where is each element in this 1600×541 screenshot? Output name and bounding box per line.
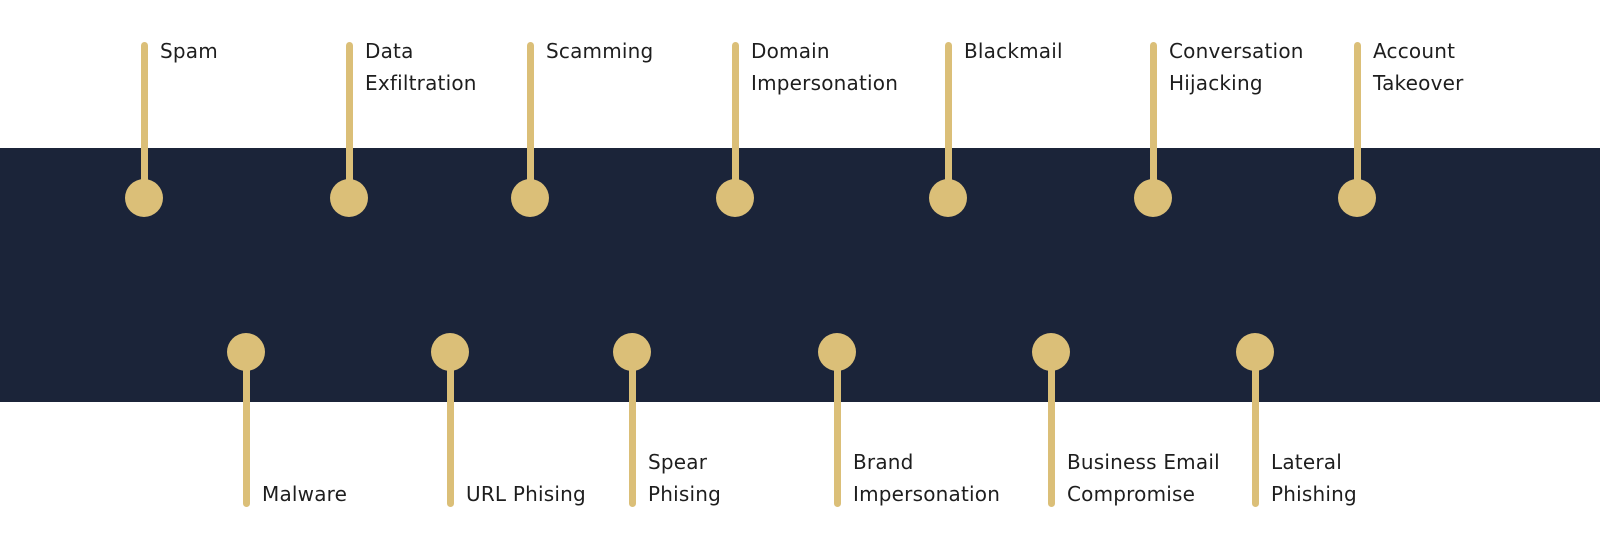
marker-dot (511, 179, 549, 217)
label-line: Blackmail (964, 39, 1063, 63)
label-line: Exfiltration (365, 71, 477, 95)
marker-dot (227, 333, 265, 371)
label-line: Business Email (1067, 450, 1220, 474)
marker-dot (1338, 179, 1376, 217)
label-line: Compromise (1067, 482, 1196, 506)
label-line: Takeover (1373, 71, 1464, 95)
label-line: Impersonation (751, 71, 899, 95)
marker-stem (242, 352, 250, 507)
marker-dot (1134, 179, 1172, 217)
marker-stem (944, 42, 952, 198)
marker-stem (1353, 42, 1361, 198)
marker-dot (1032, 333, 1070, 371)
marker-stem (628, 352, 636, 507)
label-line: Spam (160, 39, 218, 63)
marker-stem (1047, 352, 1055, 507)
label-line: Brand (853, 450, 914, 474)
marker-dot (613, 333, 651, 371)
label-line: Lateral (1271, 450, 1342, 474)
label-line: Hijacking (1169, 71, 1263, 95)
marker-stem (446, 352, 454, 507)
marker-label: URL Phising (466, 478, 586, 510)
marker-dot (330, 179, 368, 217)
marker-stem (345, 42, 353, 198)
marker-dot (716, 179, 754, 217)
marker-stem (140, 42, 148, 198)
marker-stem (1149, 42, 1157, 198)
label-line: Account (1373, 39, 1456, 63)
marker-label: Malware (262, 478, 347, 510)
label-line: Data (365, 39, 414, 63)
label-line: Conversation (1169, 39, 1304, 63)
label-line: Spear (648, 450, 708, 474)
marker-stem (731, 42, 739, 198)
label-line: Scamming (546, 39, 654, 63)
label-line: Phishing (1271, 482, 1357, 506)
marker-dot (125, 179, 163, 217)
marker-dot (431, 333, 469, 371)
marker-dot (818, 333, 856, 371)
marker-stem (833, 352, 841, 507)
marker-label: Scamming (546, 35, 653, 67)
label-line: URL Phising (466, 482, 586, 506)
marker-dot (929, 179, 967, 217)
marker-label: Spam (160, 35, 218, 67)
marker-label: Blackmail (964, 35, 1063, 67)
label-line: Impersonation (853, 482, 1001, 506)
marker-dot (1236, 333, 1274, 371)
label-line: Malware (262, 482, 348, 506)
marker-stem (1251, 352, 1259, 507)
label-line: Phising (648, 482, 722, 506)
marker-stem (526, 42, 534, 198)
timeline-band (0, 148, 1600, 402)
label-line: Domain (751, 39, 830, 63)
